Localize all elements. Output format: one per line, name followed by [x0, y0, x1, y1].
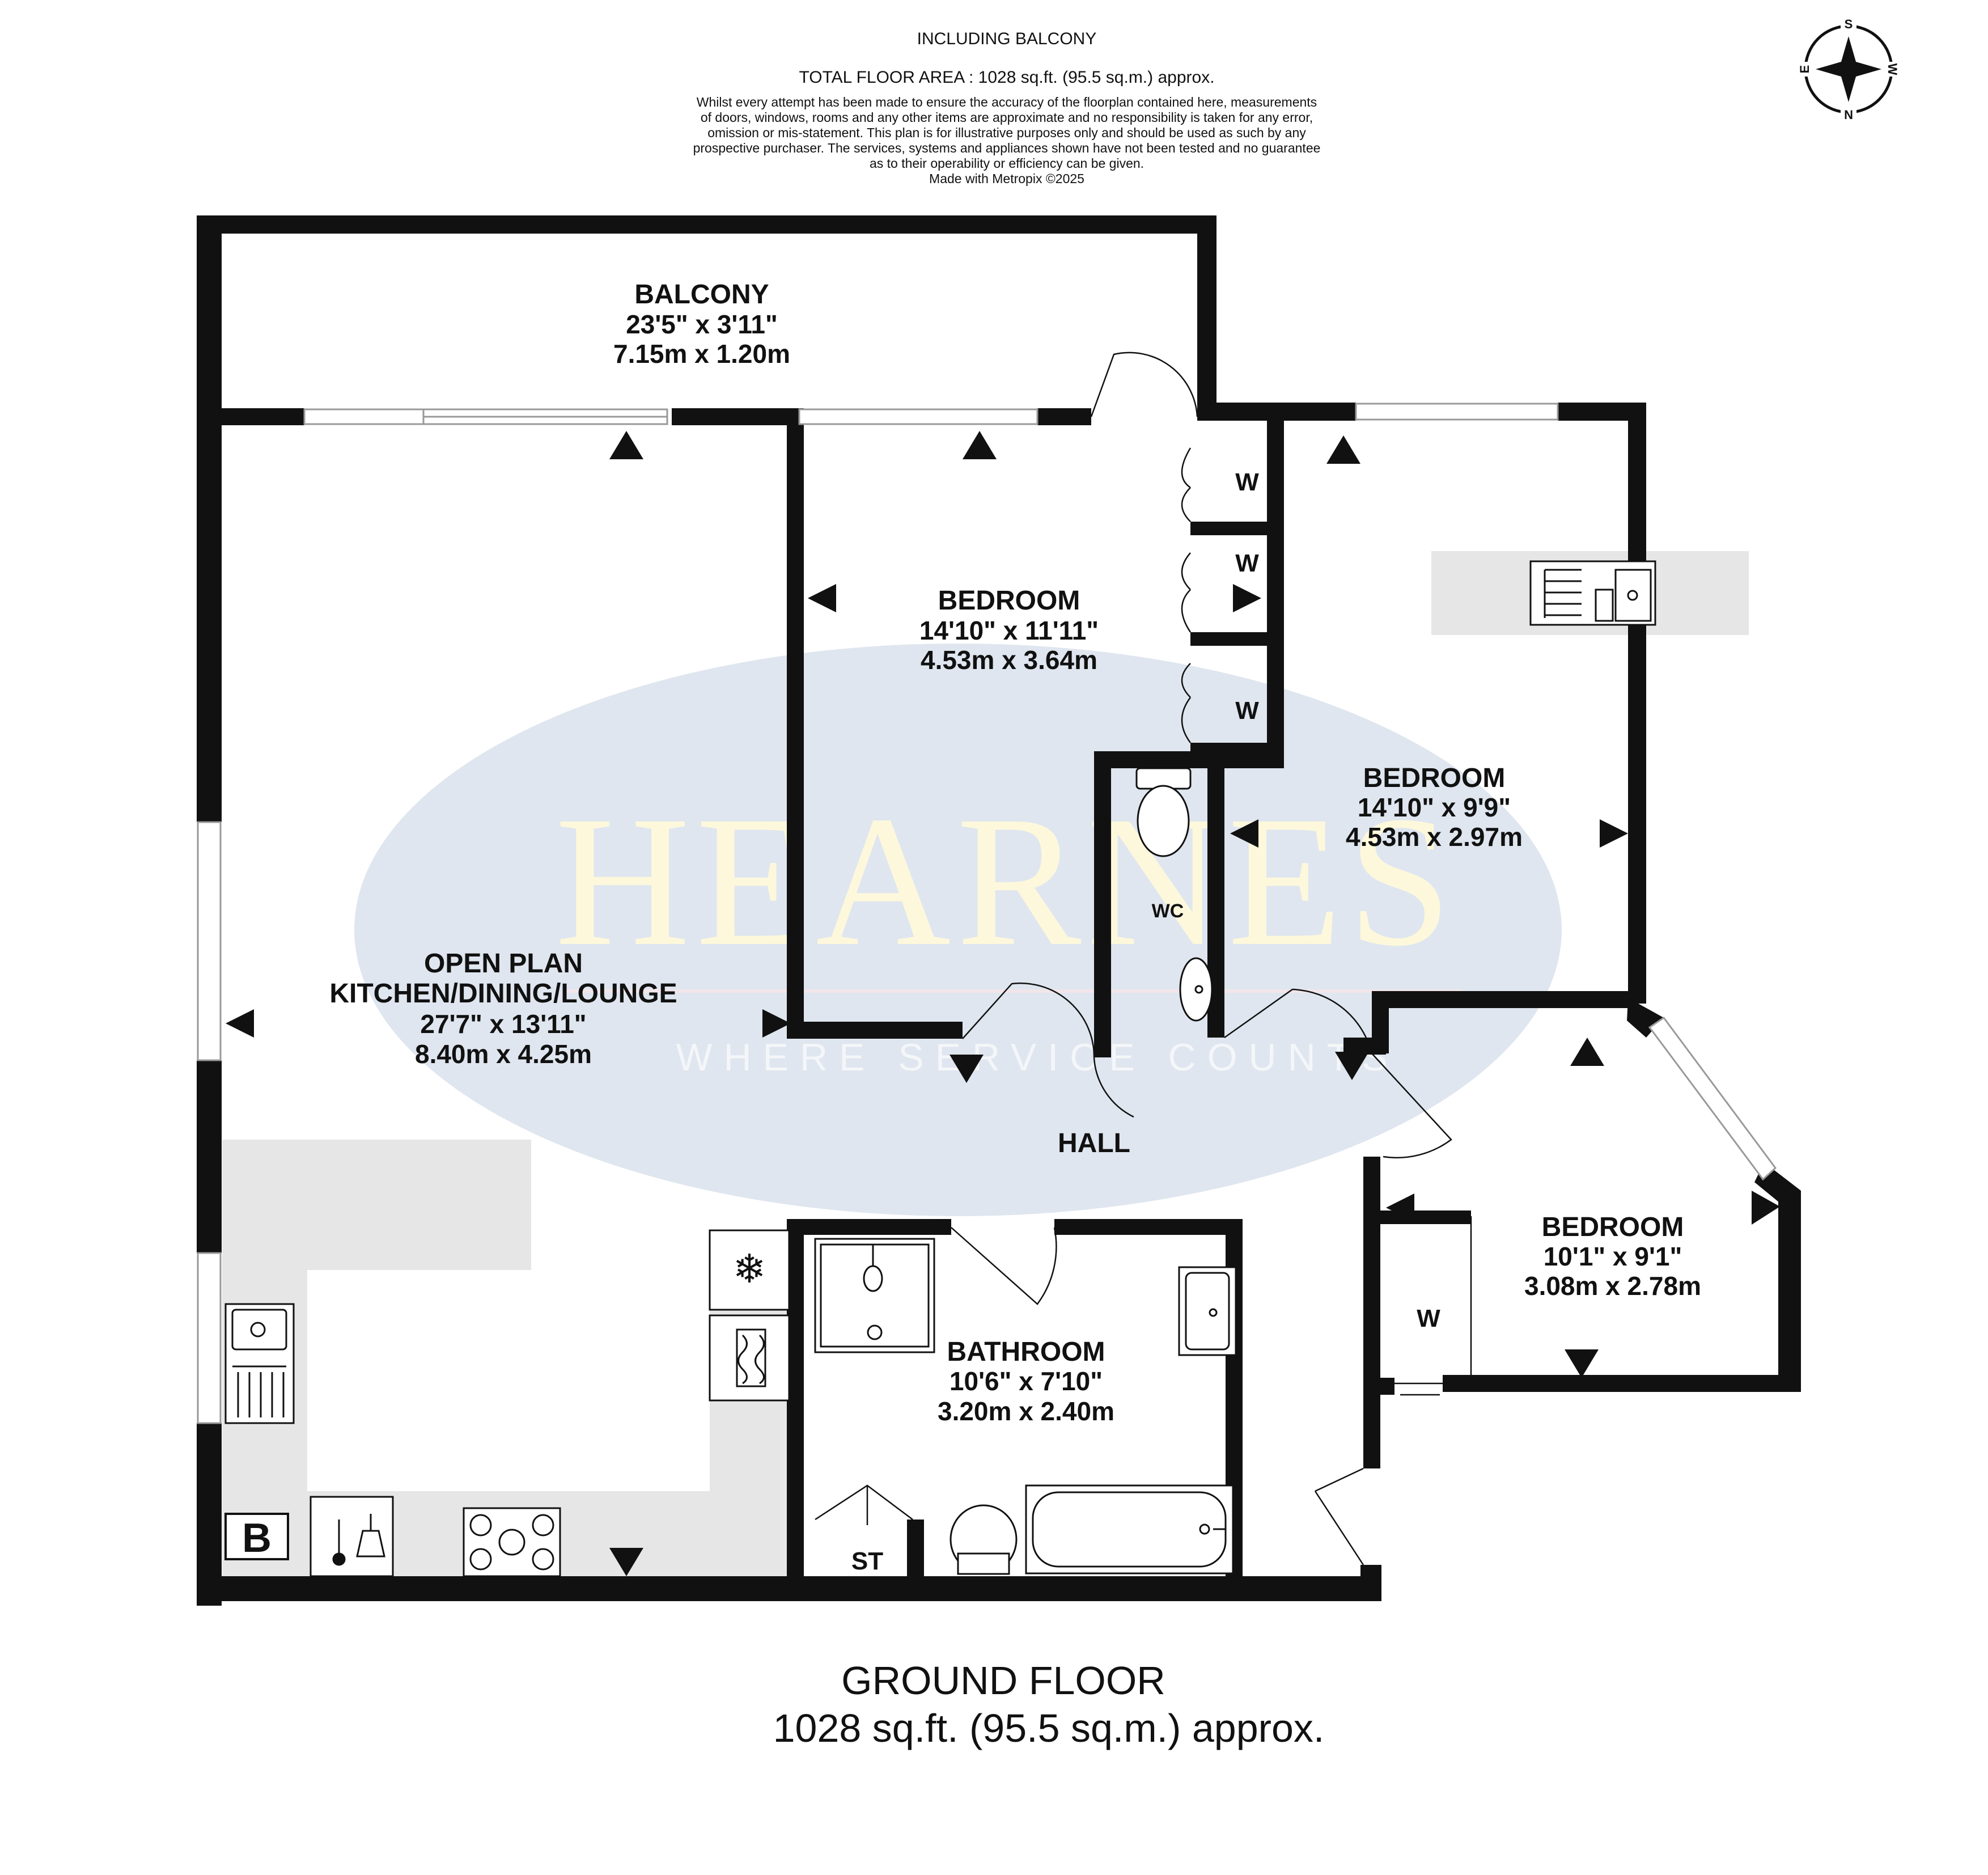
disclaimer-line-5: as to their operability or efficiency ca… [870, 156, 1144, 171]
direction-arrows [226, 431, 1780, 1576]
svg-text:14'10" x 9'9": 14'10" x 9'9" [1358, 793, 1511, 822]
boiler-box: B [224, 1513, 289, 1561]
svg-text:14'10" x 11'11": 14'10" x 11'11" [919, 616, 1099, 645]
header-including-balcony: INCLUDING BALCONY [917, 29, 1097, 48]
compass-rose-icon: S N E W [1796, 17, 1901, 122]
footer: GROUND FLOOR 1028 sq.ft. (95.5 sq.m.) ap… [773, 1658, 1325, 1750]
disclaimer-line-2: of doors, windows, rooms and any other i… [701, 110, 1313, 125]
windows [197, 403, 1777, 1424]
svg-text:10'6" x 7'10": 10'6" x 7'10" [950, 1366, 1103, 1396]
wardrobe-label-4: W [1417, 1305, 1440, 1332]
svg-text:BEDROOM: BEDROOM [938, 586, 1080, 616]
kitchen-sink-icon [224, 1303, 295, 1424]
bedroom2-label: BEDROOM 14'10" x 9'9" 4.53m x 2.97m [1346, 763, 1523, 852]
bedroom-sink-icon [1529, 560, 1656, 626]
watermark-tagline: WHERE SERVICE COUNTS [676, 1036, 1398, 1079]
svg-text:OPEN PLAN: OPEN PLAN [424, 949, 583, 979]
watermark-underline [567, 989, 1463, 993]
bedroom3-label: BEDROOM 10'1" x 9'1" 3.08m x 2.78m [1524, 1212, 1701, 1301]
disclaimer-line-4: prospective purchaser. The services, sys… [693, 141, 1321, 155]
bathtub-icon [1025, 1484, 1234, 1575]
disclaimer-line-3: omission or mis-statement. This plan is … [707, 125, 1306, 140]
open-plan-label: OPEN PLAN KITCHEN/DINING/LOUNGE 27'7" x … [329, 949, 677, 1069]
shower-tray-icon [814, 1238, 935, 1353]
hall-label: HALL [1058, 1128, 1130, 1158]
watermark-brand: HEARNES [555, 778, 1457, 985]
compass-right: W [1885, 64, 1900, 75]
header-total-area: TOTAL FLOOR AREA : 1028 sq.ft. (95.5 sq.… [799, 68, 1214, 87]
header: INCLUDING BALCONY TOTAL FLOOR AREA : 102… [693, 29, 1321, 186]
svg-text:8.40m x 4.25m: 8.40m x 4.25m [415, 1039, 592, 1069]
wardrobe-label-3: W [1235, 697, 1259, 725]
store-label: ST [851, 1547, 883, 1575]
svg-text:4.53m x 2.97m: 4.53m x 2.97m [1346, 822, 1523, 852]
watermark-ellipse [354, 644, 1562, 1216]
svg-text:❄: ❄ [733, 1247, 766, 1291]
watermark: HEARNES WHERE SERVICE COUNTS [354, 644, 1562, 1216]
wc-toilet-icon [1135, 767, 1192, 857]
svg-text:4.53m x 3.64m: 4.53m x 3.64m [921, 645, 1097, 675]
compass-bottom: N [1844, 108, 1853, 122]
disclaimer-line-1: Whilst every attempt has been made to en… [697, 95, 1317, 109]
compass-top: S [1845, 17, 1853, 31]
bedroom1-label: BEDROOM 14'10" x 11'11" 4.53m x 3.64m [919, 586, 1099, 675]
bathroom-label: BATHROOM 10'6" x 7'10" 3.20m x 2.40m [938, 1337, 1114, 1426]
utility-appliance-icon [310, 1496, 394, 1577]
svg-text:BEDROOM: BEDROOM [1363, 763, 1506, 793]
balcony-label: BALCONY 23'5" x 3'11" 7.15m x 1.20m [613, 280, 790, 369]
bathroom-basin-icon [1178, 1266, 1237, 1356]
footer-floor-area: 1028 sq.ft. (95.5 sq.m.) approx. [773, 1706, 1325, 1750]
svg-text:23'5" x 3'11": 23'5" x 3'11" [626, 310, 778, 339]
bathroom-toilet-icon [950, 1504, 1018, 1575]
svg-text:7.15m x 1.20m: 7.15m x 1.20m [613, 339, 790, 369]
svg-text:BEDROOM: BEDROOM [1542, 1212, 1684, 1242]
walls [197, 215, 1801, 1606]
svg-text:BALCONY: BALCONY [634, 280, 769, 310]
footer-floor-name: GROUND FLOOR [841, 1658, 1165, 1703]
svg-text:27'7" x 13'11": 27'7" x 13'11" [420, 1009, 586, 1039]
disclaimer-line-6: Made with Metropix ©2025 [929, 171, 1084, 186]
svg-text:3.20m x 2.40m: 3.20m x 2.40m [938, 1396, 1114, 1426]
svg-text:3.08m x 2.78m: 3.08m x 2.78m [1524, 1271, 1701, 1301]
wardrobe-label-1: W [1235, 468, 1259, 496]
svg-text:KITCHEN/DINING/LOUNGE: KITCHEN/DINING/LOUNGE [329, 979, 677, 1009]
compass-left: E [1798, 65, 1812, 74]
wardrobe-label-2: W [1235, 549, 1259, 577]
washing-machine-icon [709, 1314, 790, 1402]
svg-text:BATHROOM: BATHROOM [947, 1337, 1105, 1367]
wc-label: WC [1152, 900, 1184, 922]
hob-icon [463, 1507, 561, 1577]
fridge-freezer-icon: ❄ [709, 1229, 790, 1311]
svg-text:10'1" x 9'1": 10'1" x 9'1" [1544, 1242, 1682, 1271]
wc-basin-icon [1179, 957, 1213, 1022]
boiler-label: B [242, 1516, 272, 1561]
doors [815, 352, 1472, 1565]
